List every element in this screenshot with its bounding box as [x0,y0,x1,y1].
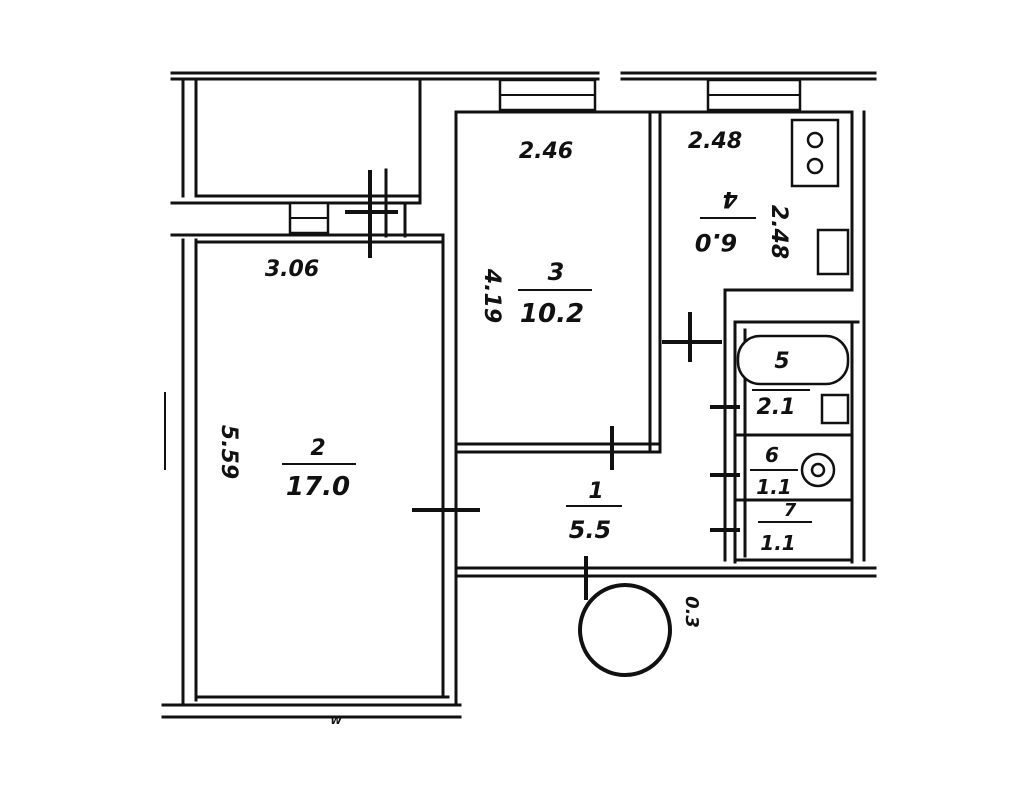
svg-text:5.5: 5.5 [569,516,612,544]
dimension-room2-length: 5.59 [216,425,241,479]
sanitary-block [710,320,860,564]
svg-text:17.0: 17.0 [286,472,350,502]
washbasin-icon [820,393,850,425]
room-label-3: 3 10.2 [518,258,592,329]
svg-text:4: 4 [722,186,738,211]
bottom-mark: W [330,716,342,727]
kitchen-walls [658,78,866,562]
bathtub-icon [736,334,850,386]
room-label-5: 5 2.1 [752,349,810,420]
svg-text:6: 6 [765,443,779,467]
svg-text:1: 1 [588,479,603,504]
dimension-room3-length: 4.19 [479,268,504,323]
room-label-7: 7 1.1 [758,500,812,555]
room-3-walls [454,78,662,470]
outer-walls [161,71,877,719]
svg-text:3: 3 [548,258,565,286]
balcony-block [170,77,422,258]
dimension-kitchen-length: 2.48 [766,205,791,259]
door-note: 0.3 [681,596,702,628]
room-label-2: 2 17.0 [282,436,356,502]
svg-text:2.1: 2.1 [757,395,796,420]
sink-icon [816,228,850,276]
svg-text:1.1: 1.1 [760,531,795,555]
dimension-room2-width: 3.06 [265,257,319,282]
stove-icon [790,118,840,188]
room-2-walls [164,110,480,707]
room-label-1: 1 5.5 [566,479,622,544]
svg-text:5: 5 [774,349,789,374]
room-label-6: 6 1.1 [750,443,798,499]
entrance-door-swing [578,583,672,677]
dimension-kitchen-width: 2.48 [688,129,742,154]
svg-text:2: 2 [310,436,325,461]
room-label-4: 4 6.0 [695,186,756,256]
hall-walls [454,556,877,677]
svg-text:1.1: 1.1 [756,475,791,499]
svg-text:10.2: 10.2 [520,299,584,329]
dimension-room3-width: 2.46 [519,139,573,164]
svg-text:7: 7 [784,500,797,521]
svg-text:6.0: 6.0 [695,228,738,256]
